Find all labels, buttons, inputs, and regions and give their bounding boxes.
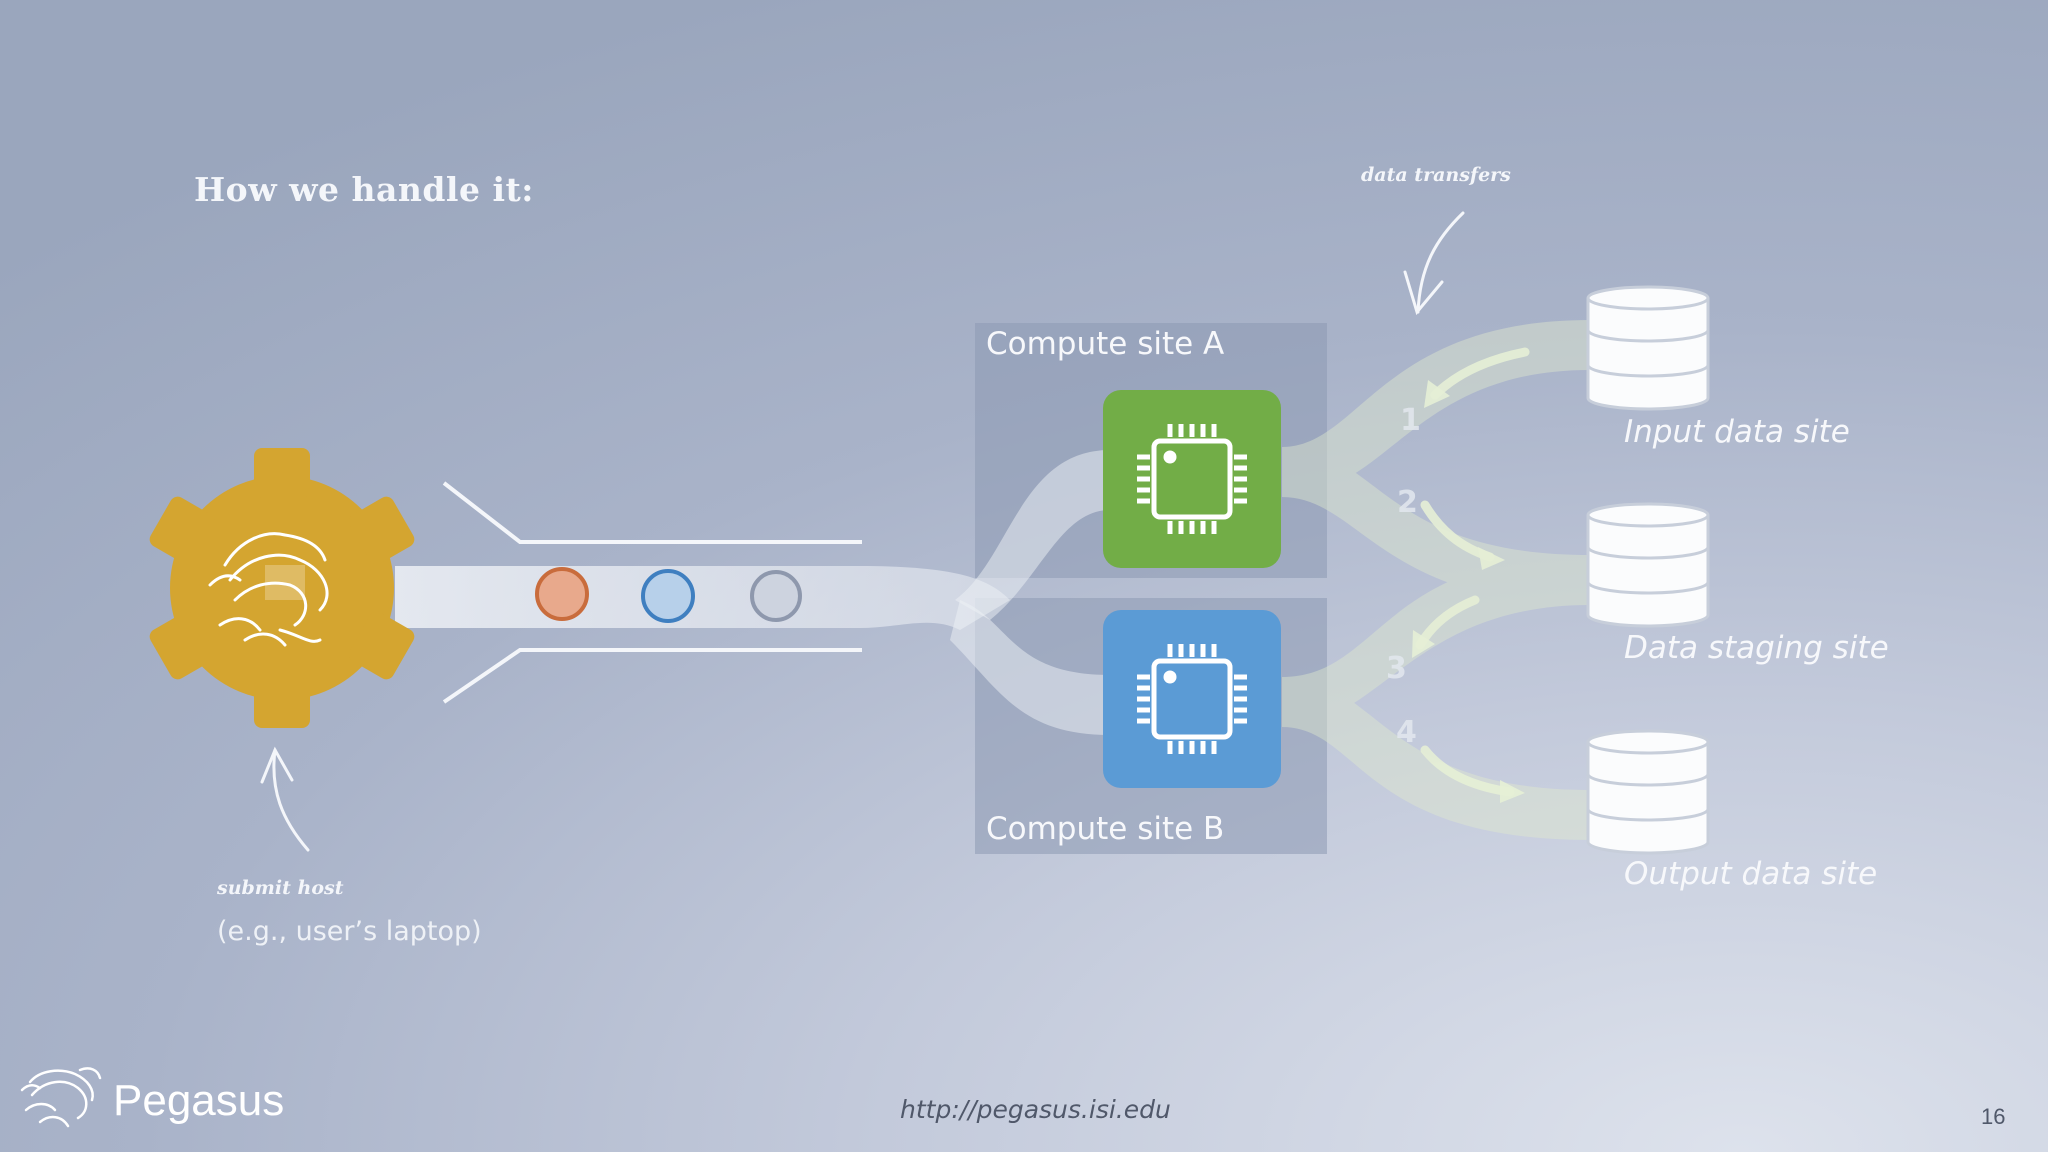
- data-staging-site-label: Data staging site: [1624, 630, 1889, 666]
- transfer-step-4: 4: [1396, 715, 1417, 750]
- flow-arrow-1: [1430, 347, 1530, 400]
- pipe-branch-b: [950, 600, 1110, 735]
- database-icon-input: [1586, 285, 1710, 411]
- input-data-site-label: Input data site: [1624, 414, 1850, 450]
- compute-site-b-label: Compute site B: [986, 811, 1225, 847]
- brand-name: Pegasus: [113, 1076, 285, 1125]
- transfer-step-2: 2: [1397, 485, 1418, 520]
- gear-icon: [149, 448, 415, 728]
- job-circle-2: [641, 569, 695, 623]
- submit-host-note: submit host: [217, 877, 344, 899]
- database-icon-staging: [1586, 502, 1710, 628]
- footer-url[interactable]: http://pegasus.isi.edu: [900, 1095, 1171, 1124]
- compute-chip-b: [1103, 610, 1281, 788]
- pegasus-logo-icon: [20, 1067, 102, 1128]
- submit-host-arrowhead: [260, 746, 294, 784]
- job-circle-3: [750, 570, 802, 622]
- transfer-flow-3: [1282, 555, 1590, 727]
- page-number: 16: [1981, 1104, 2006, 1129]
- pipe-branch-a: [955, 450, 1110, 620]
- data-transfers-note: data transfers: [1361, 164, 1511, 186]
- transfer-flow-4: [1282, 677, 1590, 840]
- job-pipe: [395, 566, 1010, 630]
- database-icon-output: [1586, 729, 1710, 855]
- flow-arrow-4: [1420, 745, 1515, 797]
- compute-chip-a: [1103, 390, 1281, 568]
- flow-arrowhead-1: [1424, 380, 1450, 408]
- compute-site-a-label: Compute site A: [986, 326, 1225, 362]
- transfer-flow-1: [1282, 320, 1590, 497]
- submit-host-example: (e.g., user’s laptop): [217, 916, 482, 947]
- data-transfers-arrow: [1416, 211, 1465, 314]
- job-circle-1: [535, 567, 589, 621]
- funnel-line-bottom: [442, 648, 862, 704]
- flow-arrowhead-2: [1478, 547, 1505, 570]
- slide-heading: How we handle it:: [194, 170, 534, 209]
- flow-arrowhead-3: [1412, 630, 1435, 658]
- funnel-line-top: [442, 481, 862, 544]
- data-transfers-arrowhead: [1403, 270, 1444, 316]
- submit-host-arrow: [272, 748, 310, 852]
- flow-arrowhead-4: [1500, 780, 1525, 803]
- pegasus-horse-icon: [208, 532, 329, 647]
- transfer-step-1: 1: [1400, 403, 1421, 438]
- output-data-site-label: Output data site: [1624, 856, 1878, 892]
- transfer-step-3: 3: [1386, 651, 1407, 686]
